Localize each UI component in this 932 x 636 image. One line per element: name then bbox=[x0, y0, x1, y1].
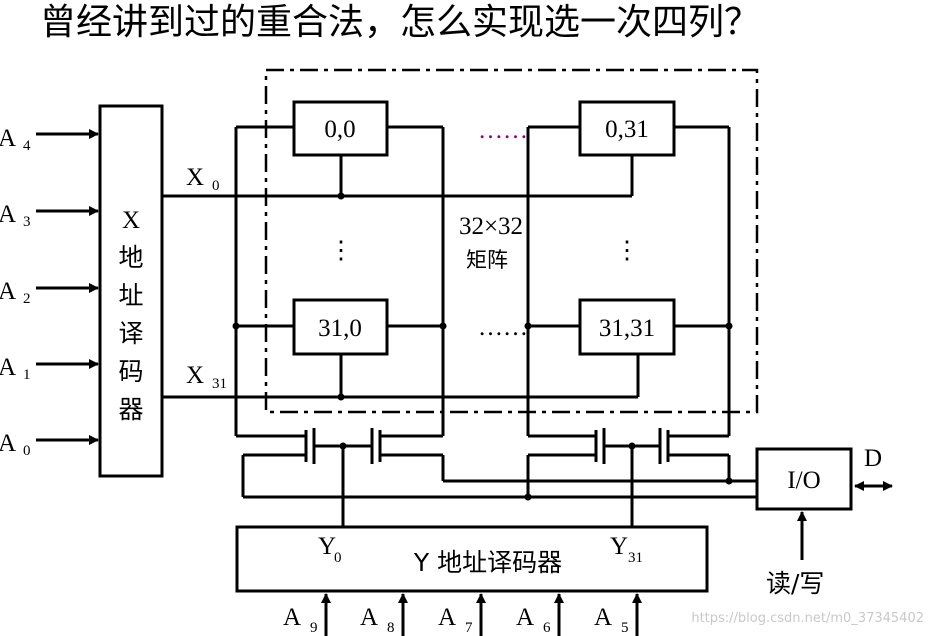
io-block bbox=[755, 447, 853, 511]
cell-0-31-label: 0,31 bbox=[605, 116, 649, 143]
svg-text:A: A bbox=[360, 604, 378, 631]
svg-text:7: 7 bbox=[465, 620, 473, 636]
junction-dot bbox=[524, 322, 532, 330]
y-output-y0: Y bbox=[318, 533, 336, 560]
x-input-a4-sub: 4 bbox=[23, 138, 31, 154]
svg-text:A: A bbox=[0, 278, 16, 305]
x-input-a4: A 4 bbox=[0, 125, 99, 154]
x-decoder-char-4: 译 bbox=[118, 319, 143, 348]
junction-dot bbox=[439, 322, 447, 330]
x-input-a0-letter: A bbox=[0, 430, 16, 457]
x-input-a2-letter: A bbox=[0, 278, 16, 305]
ellipsis-left-column: ⋮ bbox=[329, 237, 354, 264]
cell-0-0-label: 0,0 bbox=[324, 116, 355, 143]
x-input-a2: A 2 bbox=[0, 278, 99, 307]
svg-text:A: A bbox=[594, 604, 612, 631]
x-input-a1-letter: A bbox=[0, 354, 16, 381]
y-output-y31: Y bbox=[610, 533, 628, 560]
y-output-y31-sub: 31 bbox=[628, 550, 643, 566]
row-label-x31: X bbox=[186, 362, 204, 389]
svg-text:A: A bbox=[0, 354, 16, 381]
rw-label: 读/写 bbox=[766, 569, 824, 598]
y-address-decoder bbox=[235, 525, 709, 593]
svg-text:A: A bbox=[0, 201, 16, 228]
matrix-name-label: 矩阵 bbox=[466, 248, 508, 272]
cell-31-0-label: 31,0 bbox=[318, 315, 362, 342]
svg-text:A: A bbox=[283, 604, 301, 631]
data-label: D bbox=[864, 445, 882, 472]
row-label-x0: X bbox=[186, 164, 204, 191]
row-label-x31-sub: 31 bbox=[212, 376, 227, 392]
y-input-a7: A 7 bbox=[438, 593, 486, 636]
svg-text:6: 6 bbox=[543, 620, 551, 636]
svg-text:A: A bbox=[0, 430, 16, 457]
x-input-a1: A 1 bbox=[0, 354, 99, 383]
cell-31-31 bbox=[578, 298, 676, 356]
matrix-size-label: 32×32 bbox=[459, 213, 523, 240]
x-input-a3-letter: A bbox=[0, 201, 16, 228]
y-output-y0-sub: 0 bbox=[334, 550, 342, 566]
x-input-a0-sub: 0 bbox=[23, 443, 31, 459]
page-title: 曾经讲到过的重合法，怎么实现选一次四列？ bbox=[40, 2, 760, 43]
x-input-a3-sub: 3 bbox=[23, 214, 31, 230]
x-decoder-char-1: X bbox=[122, 207, 140, 234]
svg-text:5: 5 bbox=[621, 620, 629, 636]
junction-dot bbox=[232, 322, 240, 330]
y-input-a8: A 8 bbox=[360, 593, 408, 636]
x-input-a3: A 3 bbox=[0, 201, 99, 230]
x-decoder-char-3: 址 bbox=[118, 281, 143, 310]
row-label-x0-sub: 0 bbox=[212, 178, 220, 194]
x-input-a4-letter: A bbox=[0, 125, 16, 152]
y-input-a6: A 6 bbox=[516, 593, 564, 636]
ellipsis-right-column: ⋮ bbox=[615, 237, 640, 264]
matrix-boundary bbox=[264, 68, 759, 414]
x-address-decoder bbox=[98, 104, 164, 478]
ellipsis-bottom-row: …… bbox=[478, 314, 528, 341]
svg-text:9: 9 bbox=[310, 620, 318, 636]
cell-31-31-label: 31,31 bbox=[599, 315, 655, 342]
junction-dot bbox=[524, 493, 532, 501]
svg-text:8: 8 bbox=[387, 620, 395, 636]
io-label: I/O bbox=[787, 467, 820, 494]
svg-text:A: A bbox=[516, 604, 534, 631]
x-decoder-char-5: 码 bbox=[118, 357, 143, 386]
svg-text:A: A bbox=[0, 125, 16, 152]
y-input-a5: A 5 bbox=[594, 593, 642, 636]
left-column-transistors bbox=[236, 428, 445, 527]
y-decoder-label: Y 地址译码器 bbox=[413, 548, 562, 577]
right-column-transistors bbox=[526, 428, 731, 527]
junction-dot bbox=[725, 322, 733, 330]
ellipsis-top-row: …… bbox=[478, 117, 528, 144]
x-decoder-char-2: 地 bbox=[118, 243, 143, 272]
cell-0-0 bbox=[292, 100, 389, 157]
cell-31-0 bbox=[292, 298, 389, 356]
x-input-a1-sub: 1 bbox=[23, 367, 31, 383]
svg-text:A: A bbox=[438, 604, 456, 631]
junction-dot bbox=[337, 393, 345, 401]
junction-dot bbox=[337, 192, 345, 200]
junction-dot bbox=[725, 477, 733, 485]
watermark: https://blog.csdn.net/m0_37345402 bbox=[691, 611, 924, 626]
x-input-a2-sub: 2 bbox=[23, 291, 31, 307]
x-input-a0: A 0 bbox=[0, 430, 99, 459]
cell-0-31 bbox=[578, 100, 676, 157]
y-input-a9: A 9 bbox=[283, 593, 331, 636]
x-decoder-char-6: 器 bbox=[118, 395, 143, 424]
